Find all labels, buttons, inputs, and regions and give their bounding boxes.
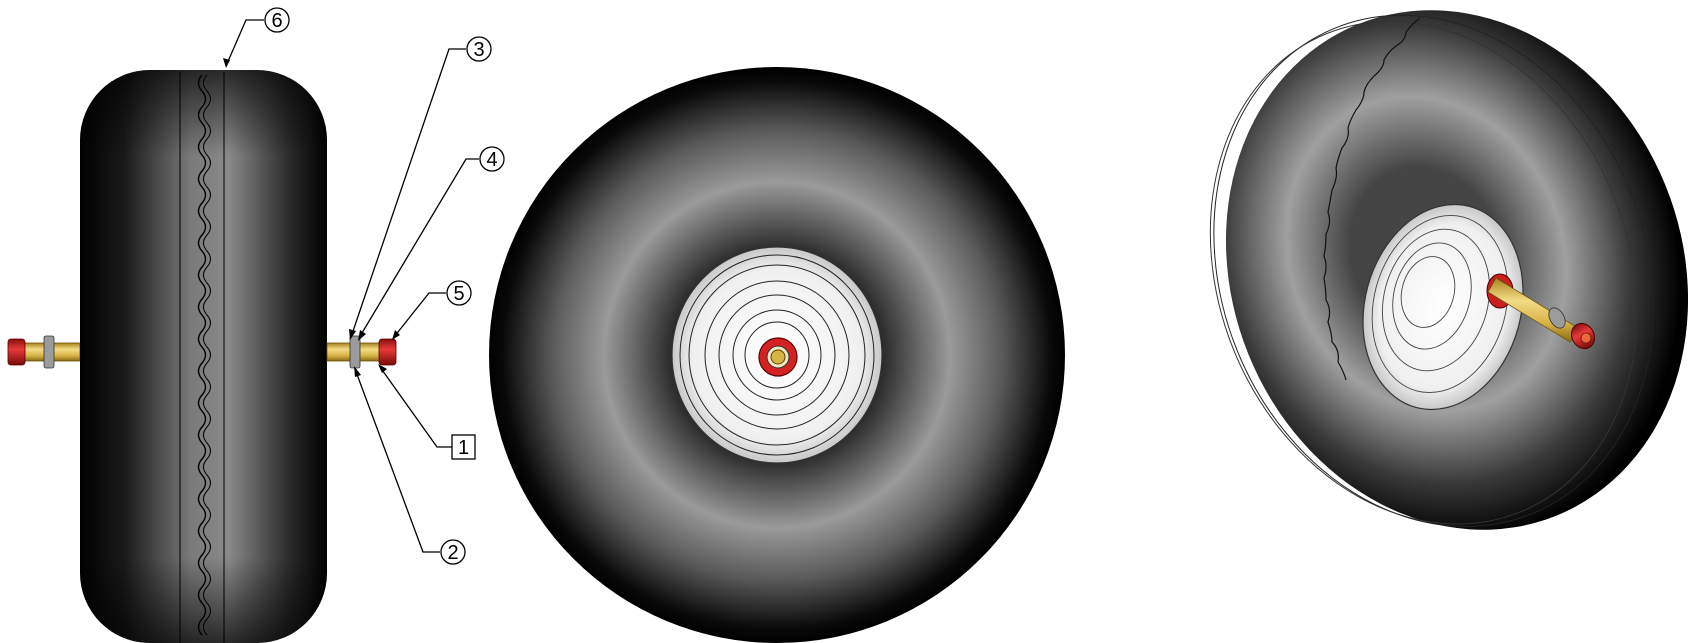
balloon-2 bbox=[440, 539, 466, 565]
callout-5: 5 bbox=[453, 283, 464, 305]
balloon-3 bbox=[466, 36, 492, 62]
washer-iso bbox=[1548, 307, 1566, 329]
balloon-4 bbox=[479, 146, 505, 172]
tread-wave bbox=[197, 74, 207, 636]
callout-4: 4 bbox=[486, 149, 497, 171]
hub-iso-rings bbox=[1371, 214, 1509, 394]
leader-1 bbox=[379, 366, 452, 448]
side-view bbox=[7, 70, 397, 643]
arrow-2 bbox=[354, 366, 361, 377]
arrow-4 bbox=[358, 330, 366, 341]
callout-3: 3 bbox=[473, 39, 484, 61]
callouts: 6 3 4 5 1 2 bbox=[223, 7, 505, 565]
arrow-3 bbox=[349, 329, 356, 340]
callout-2: 2 bbox=[447, 542, 458, 564]
callout-6: 6 bbox=[271, 10, 282, 32]
leader-6 bbox=[225, 19, 264, 67]
balloon-1 bbox=[451, 434, 476, 460]
arrow-6 bbox=[223, 58, 230, 68]
nut-right-red bbox=[378, 338, 397, 366]
washer-left bbox=[43, 335, 55, 369]
arrow-1 bbox=[378, 364, 387, 373]
axle-end-brass bbox=[770, 349, 786, 365]
nut-left-red bbox=[7, 338, 26, 366]
balloon-6 bbox=[264, 7, 290, 33]
balloon-5 bbox=[446, 280, 472, 306]
leader-3 bbox=[350, 48, 466, 338]
isometric-view bbox=[1209, 10, 1689, 530]
callout-1: 1 bbox=[458, 437, 469, 459]
leader-5 bbox=[393, 292, 446, 338]
nut-iso-face bbox=[1580, 332, 1592, 344]
leader-4 bbox=[358, 158, 479, 339]
tire-iso-tread-2 bbox=[1209, 20, 1638, 525]
leader-2 bbox=[354, 368, 440, 553]
tire-iso-wave bbox=[1323, 17, 1421, 381]
tire-side-shade bbox=[80, 70, 327, 643]
front-view bbox=[489, 67, 1065, 643]
arrow-5 bbox=[392, 330, 400, 340]
tread-wave-2 bbox=[203, 74, 211, 636]
washer-right bbox=[349, 335, 361, 369]
hub-rings bbox=[679, 254, 875, 456]
tire-iso-tread bbox=[1213, 14, 1654, 527]
